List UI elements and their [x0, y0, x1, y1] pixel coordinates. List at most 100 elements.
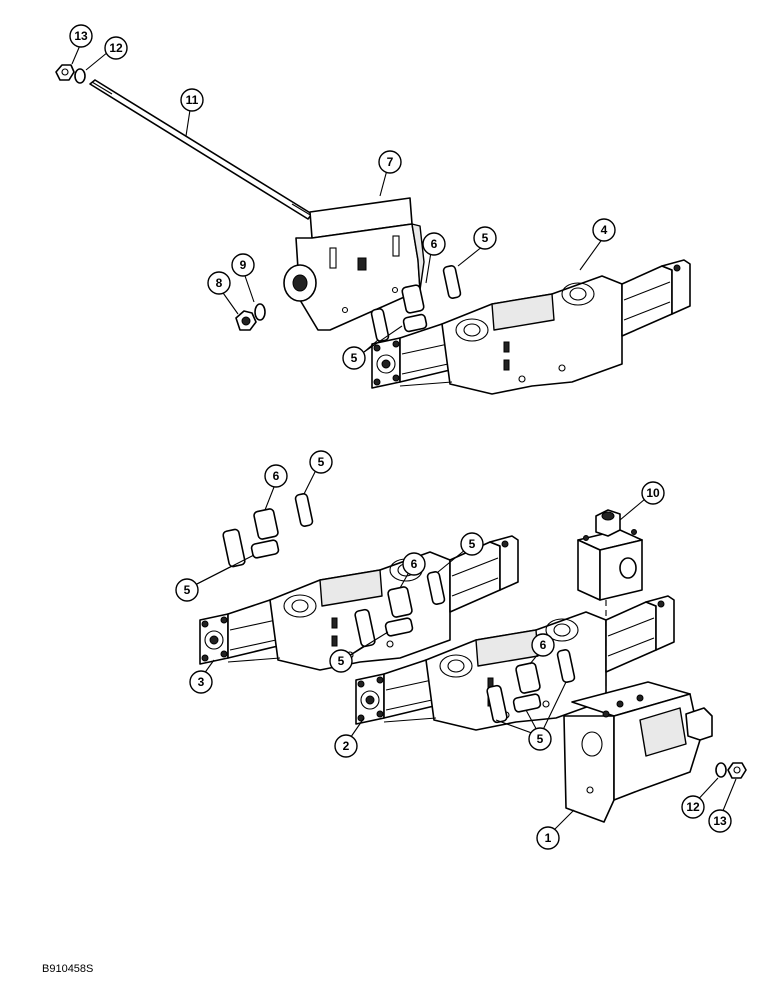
svg-text:13: 13 — [74, 29, 88, 43]
gasket-6-mid — [253, 508, 279, 540]
seal-5-upper-c — [442, 265, 462, 299]
end-section-7 — [283, 197, 425, 331]
end-section-7-pocket-a — [329, 247, 337, 269]
relief-block-10-bolt-a — [583, 535, 589, 541]
callout-9: 9 — [231, 253, 255, 277]
fasteners-lower — [715, 762, 747, 779]
svg-text:5: 5 — [184, 583, 191, 597]
callout-12-top: 12 — [104, 36, 128, 60]
seals-middle-right — [354, 571, 446, 648]
seal-5-upper-b — [402, 313, 428, 333]
seal-5-midr-c — [426, 571, 446, 605]
end-section-1-valve — [685, 707, 713, 741]
gasket-6-midr — [387, 586, 413, 618]
end-section-1-port — [581, 731, 603, 757]
relief-block-10-front — [577, 539, 601, 601]
end-section-7-pocket-b — [392, 235, 400, 257]
relief-block-10-fitting-hole — [601, 511, 615, 521]
svg-text:7: 7 — [387, 155, 394, 169]
callout-12-lower: 12 — [681, 795, 705, 819]
svg-text:2: 2 — [343, 739, 350, 753]
tie-rod-thread-b — [291, 203, 313, 217]
callout-3: 3 — [189, 670, 213, 694]
nut-13-top-hole — [61, 68, 69, 76]
svg-text:12: 12 — [686, 800, 700, 814]
nut-13-lower-hole — [733, 766, 741, 774]
svg-text:1: 1 — [545, 831, 552, 845]
plug-and-oring — [235, 303, 266, 331]
plug-8-socket — [241, 316, 251, 326]
svg-text:5: 5 — [318, 455, 325, 469]
end-section-1-hole — [586, 786, 594, 794]
gasket-6-low — [515, 662, 541, 694]
callout-13-top: 13 — [69, 24, 93, 48]
svg-text:11: 11 — [186, 93, 199, 107]
callout-10: 10 — [641, 481, 665, 505]
svg-text:5: 5 — [338, 654, 345, 668]
callout-7: 7 — [378, 150, 402, 174]
tie-rod-thread-a — [91, 81, 113, 95]
callout-5-mid-left-side: 5 — [175, 578, 199, 602]
end-section-1-front — [563, 715, 615, 823]
callout-11: 11 — [180, 88, 204, 112]
relief-block-10-port — [619, 557, 637, 579]
end-section-7-bolt-b — [391, 286, 399, 294]
svg-text:6: 6 — [273, 469, 280, 483]
end-section-1 — [563, 681, 713, 823]
svg-text:13: 13 — [713, 814, 727, 828]
tie-rod-assembly-top — [55, 64, 313, 220]
callout-4: 4 — [592, 218, 616, 242]
svg-text:3: 3 — [198, 675, 205, 689]
end-section-7-side — [411, 223, 425, 291]
seals-upper — [370, 265, 462, 342]
seal-5-low-b — [512, 693, 542, 713]
seal-5-mid-a — [222, 528, 246, 568]
svg-text:4: 4 — [601, 223, 608, 237]
callout-2: 2 — [334, 734, 358, 758]
callout-5-mid-right-top: 5 — [460, 532, 484, 556]
end-section-1-bolt-a — [602, 710, 610, 718]
washer-12-top — [74, 68, 86, 84]
seal-5-midr-b — [384, 617, 414, 637]
seal-5-upper-a — [370, 308, 390, 342]
figure-code: B910458S — [42, 963, 94, 975]
washer-12-lower — [715, 762, 727, 778]
callout-5-lower: 5 — [528, 727, 552, 751]
svg-text:5: 5 — [469, 537, 476, 551]
end-section-7-slot — [357, 257, 367, 271]
callout-5-mid-left-top: 5 — [309, 450, 333, 474]
callout-6-mid-right: 6 — [402, 552, 426, 576]
callout-6-upper: 6 — [422, 232, 446, 256]
svg-text:5: 5 — [482, 231, 489, 245]
callout-5-mid-right-side: 5 — [329, 649, 353, 673]
end-section-1-bolt-c — [636, 694, 644, 702]
svg-text:8: 8 — [216, 276, 223, 290]
gasket-6-upper — [401, 284, 425, 314]
svg-text:6: 6 — [431, 237, 438, 251]
svg-text:5: 5 — [537, 732, 544, 746]
svg-text:10: 10 — [646, 486, 660, 500]
end-section-7-bolt-a — [341, 306, 349, 314]
svg-text:9: 9 — [240, 258, 247, 272]
callout-1: 1 — [536, 826, 560, 850]
svg-text:5: 5 — [351, 351, 358, 365]
callout-5-upper-right: 5 — [473, 226, 497, 250]
seals-lower — [486, 649, 576, 724]
seals-middle-left — [222, 493, 314, 568]
seal-5-mid-b — [250, 539, 280, 559]
end-section-1-bolt-b — [616, 700, 624, 708]
svg-text:6: 6 — [411, 557, 418, 571]
svg-text:12: 12 — [109, 41, 123, 55]
nut-13-top — [55, 64, 75, 81]
callout-13-lower: 13 — [708, 809, 732, 833]
end-section-1-recess — [639, 707, 687, 757]
svg-text:6: 6 — [540, 638, 547, 652]
oring-9 — [254, 303, 266, 321]
end-section-7-port-hole — [292, 274, 308, 292]
nut-13-lower — [727, 762, 747, 779]
callout-6-lower: 6 — [531, 633, 555, 657]
seal-5-midr-a — [354, 608, 376, 648]
callout-5-upper-left: 5 — [342, 346, 366, 370]
callout-8: 8 — [207, 271, 231, 295]
